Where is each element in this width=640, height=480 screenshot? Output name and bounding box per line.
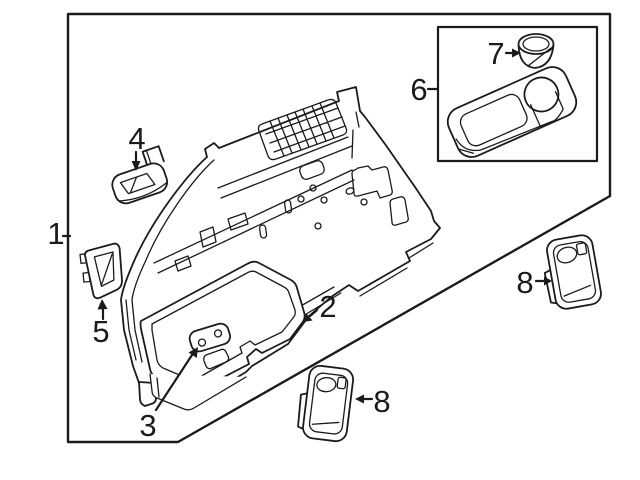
panel-creases: [125, 111, 434, 363]
cover-body: [302, 364, 354, 443]
callout-8-right-label[interactable]: 8: [516, 265, 533, 300]
part-3-latch-art: [188, 322, 231, 353]
panel-handle-recess: [299, 160, 325, 180]
callout-6-label[interactable]: 6: [410, 72, 427, 107]
callout-4[interactable]: 4: [128, 121, 146, 171]
callout-8-bottom-arrowhead: [355, 394, 364, 404]
callout-7-arrowhead: [512, 48, 521, 58]
callout-3[interactable]: 3: [139, 347, 198, 443]
callout-1-label[interactable]: 1: [47, 216, 64, 251]
callout-8-bottom[interactable]: 8: [355, 384, 391, 419]
callout-6[interactable]: 6: [410, 72, 440, 107]
callout-7[interactable]: 7: [487, 36, 521, 71]
callout-2-arrowhead: [303, 313, 313, 322]
callout-4-label[interactable]: 4: [128, 121, 145, 156]
callout-7-label[interactable]: 7: [487, 36, 504, 71]
cupholder-ring: [523, 76, 560, 113]
callout-3-label[interactable]: 3: [139, 408, 156, 443]
callout-1[interactable]: 1: [47, 216, 72, 251]
panel-holes: [258, 184, 368, 239]
tray-inner-rim: [151, 270, 296, 381]
armrest-recess: [459, 93, 528, 147]
callout-5-arrowhead: [97, 299, 108, 310]
callout-3-arrowhead: [188, 347, 198, 358]
part-4-bracket-art: [111, 145, 169, 205]
speaker-grille-grid: [265, 102, 346, 157]
bracket-peg: [141, 145, 165, 166]
cup-seam: [527, 47, 552, 67]
callout-4-arrowhead: [131, 161, 141, 171]
armrest-side: [455, 120, 554, 154]
cover-pull: [316, 376, 337, 393]
callout-5-label[interactable]: 5: [92, 314, 109, 349]
cover-flange: [297, 392, 309, 431]
bracket-body: [111, 162, 169, 205]
part-6-armrest-art: [446, 66, 578, 158]
callout-8-bottom-label[interactable]: 8: [373, 384, 390, 419]
part-7-cup-art: [517, 33, 555, 69]
callout-5[interactable]: 5: [92, 299, 110, 349]
bracket-recess: [119, 149, 156, 195]
callout-2-label[interactable]: 2: [319, 289, 336, 324]
bezel-window: [93, 251, 115, 287]
part-8-cover-right-art: [543, 234, 602, 310]
panel-cutouts: [174, 165, 409, 272]
cupholder-well: [530, 90, 564, 127]
part-5-bezel-art: [79, 242, 123, 300]
bracket-lip: [118, 181, 168, 202]
part-8-cover-bottom-art: [297, 364, 354, 443]
callout-8-right[interactable]: 8: [516, 265, 552, 300]
cover-pull: [556, 246, 578, 264]
tray-slot: [203, 348, 230, 370]
armrest-body: [446, 66, 578, 158]
callout-8-right-arrowhead: [544, 276, 552, 286]
callout-2[interactable]: 2: [303, 289, 337, 324]
speaker-grille: [257, 98, 348, 161]
